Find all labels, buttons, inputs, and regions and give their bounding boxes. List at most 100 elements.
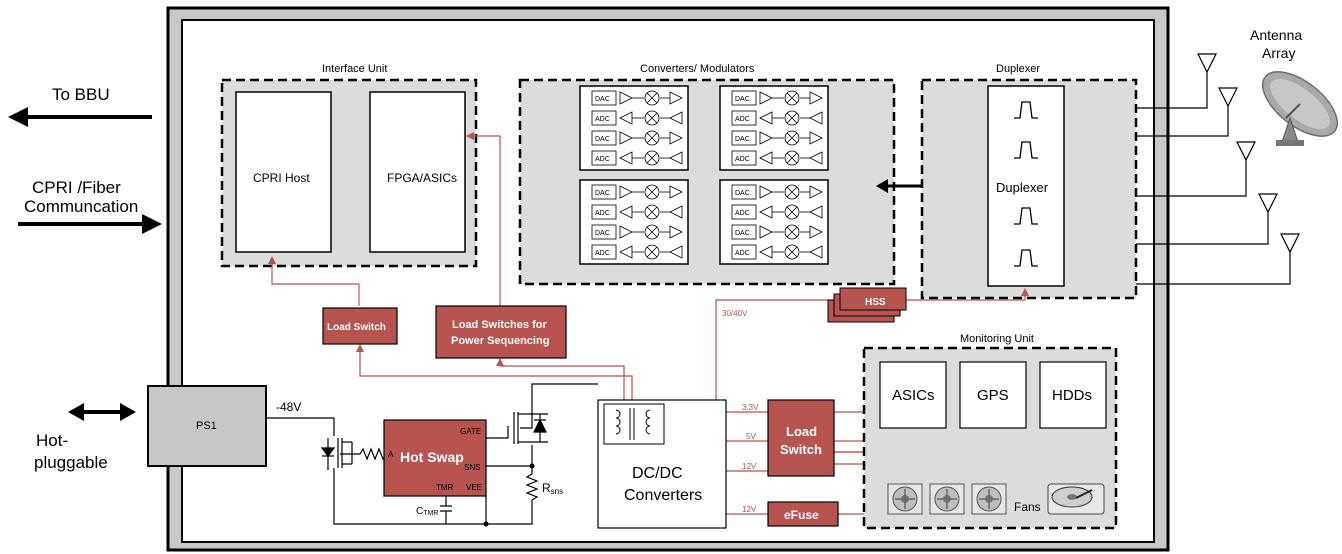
cpri-host-label: CPRI Host (253, 171, 310, 185)
v5-label: 5V (746, 432, 756, 441)
ctmr-main: C (416, 506, 423, 517)
asics-box (879, 361, 947, 429)
dac-label: DAC (595, 230, 610, 237)
antenna-feed-lines (1136, 66, 1291, 285)
converters-box (518, 78, 896, 286)
antenna-array-line1: Antenna (1250, 27, 1302, 43)
pin-sns: SNS (464, 463, 480, 472)
ps1-label: PS1 (196, 420, 217, 432)
transformer-icon (603, 403, 665, 445)
rsns-main: R (542, 481, 551, 495)
cpri-label-line1: CPRI /Fiber (32, 178, 121, 197)
hdds-box (1039, 361, 1107, 429)
monitoring-unit-title: Monitoring Unit (960, 333, 1034, 345)
ps1-box (147, 385, 267, 467)
adc-channel: ADC (591, 150, 683, 166)
cpri-fiber-arrow (18, 214, 162, 234)
hot-swap-label: Hot Swap (400, 449, 464, 465)
fpga-asics-box (369, 91, 466, 253)
gps-box (959, 361, 1027, 429)
load-switch2-box (767, 399, 835, 477)
adc-channel: ADC (591, 204, 683, 220)
interface-unit-title: Interface Unit (322, 63, 387, 75)
dac-channel: DAC (591, 224, 683, 240)
dcdc-line2: Converters (624, 487, 702, 504)
satellite-dish-icon (1262, 71, 1338, 146)
adc-channel: ADC (731, 204, 823, 220)
minus48-label: -48V (276, 400, 301, 414)
ctmr-label: CTMR (416, 506, 438, 517)
adc-label: ADC (735, 156, 750, 163)
dac-channel: DAC (731, 224, 823, 240)
hard-drive-icon (1047, 483, 1105, 515)
dcdc-box (597, 399, 727, 529)
load-switch-label: Load Switch (327, 322, 386, 333)
fan-icons (887, 483, 1007, 515)
dac-label: DAC (595, 190, 610, 197)
antenna-array-line2: Array (1262, 45, 1295, 61)
dac-label: DAC (735, 96, 750, 103)
rsns-label: Rsns (542, 481, 563, 496)
pin-tmr: TMR (436, 483, 454, 492)
load-switch2-line2: Switch (780, 442, 822, 457)
hot-pluggable-line2: pluggable (34, 453, 108, 472)
hdds-label: HDDs (1052, 387, 1092, 404)
rsns-sub: sns (551, 487, 563, 496)
modulator-modules: DAC ADC DAC ADC DAC ADC DAC ADC DAC ADC DAC ADC DAC A… (579, 85, 829, 265)
adc-label: ADC (595, 250, 610, 257)
dac-channel: DAC (731, 90, 823, 106)
load-switch2-line1: Load (786, 424, 817, 439)
modulator-module: DAC ADC DAC ADC (579, 179, 689, 265)
fan-icon (929, 483, 965, 515)
mosfet-left-icon (320, 438, 353, 470)
dac-channel: DAC (591, 130, 683, 146)
fan-icon (971, 483, 1007, 515)
to-bbu-arrow (8, 107, 152, 127)
converters-title: Converters/ Modulators (640, 63, 755, 75)
adc-channel: ADC (731, 244, 823, 260)
ctmr-sub: TMR (423, 510, 438, 517)
v12b-label: 12V (742, 505, 757, 514)
load-switches-seq-line1: Load Switches for (452, 319, 547, 331)
modulator-module: DAC ADC DAC ADC (719, 179, 829, 265)
dac-channel: DAC (731, 184, 823, 200)
v3-3-label: 3.3V (742, 403, 759, 412)
dac-channel: DAC (591, 90, 683, 106)
adc-label: ADC (595, 156, 610, 163)
dac-label: DAC (735, 230, 750, 237)
modulator-module: DAC ADC DAC ADC (579, 85, 689, 171)
duplexer-title: Duplexer (996, 63, 1040, 75)
hss-label: HSS (865, 297, 886, 308)
dac-label: DAC (595, 96, 610, 103)
adc-label: ADC (735, 116, 750, 123)
efuse-box (767, 501, 839, 527)
dac-label: DAC (735, 190, 750, 197)
adc-channel: ADC (731, 110, 823, 126)
fpga-asics-label: FPGA/ASICs (387, 171, 457, 185)
adc-channel: ADC (591, 244, 683, 260)
v30-40-label: 30/40V (722, 309, 748, 318)
antenna-icons (1197, 53, 1300, 254)
pin-a: A (388, 450, 394, 459)
fan-icon (887, 483, 923, 515)
bandpass-filter-icons (1014, 101, 1038, 267)
gps-label: GPS (977, 387, 1009, 404)
hot-swap-ic (383, 419, 487, 497)
hot-pluggable-line1: Hot- (36, 431, 68, 450)
fans-label: Fans (1014, 500, 1041, 514)
adc-label: ADC (595, 116, 610, 123)
dcdc-line1: DC/DC (632, 465, 683, 482)
gnd-node (483, 521, 489, 527)
duplexer-inner-label: Duplexer (996, 180, 1049, 195)
adc-label: ADC (735, 210, 750, 217)
dac-channel: DAC (731, 130, 823, 146)
hss-stack (827, 287, 907, 323)
load-switches-seq-box (435, 305, 567, 359)
adc-channel: ADC (731, 150, 823, 166)
sns-node (529, 463, 535, 469)
duplexer-inner-box (987, 85, 1065, 287)
adc-channel: ADC (591, 110, 683, 126)
pin-vee: VEE (466, 483, 482, 492)
load-switches-seq-line2: Power Sequencing (451, 335, 549, 347)
